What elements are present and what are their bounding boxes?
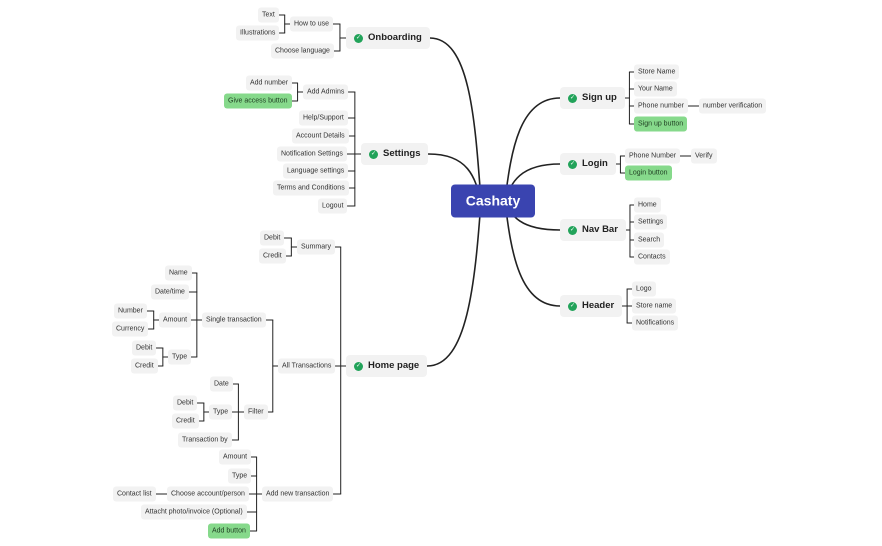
type-debit[interactable]: Debit bbox=[132, 340, 157, 356]
main-branch bbox=[426, 200, 482, 367]
transactions-filter[interactable]: Filter bbox=[244, 404, 268, 420]
main-branch bbox=[504, 200, 561, 307]
header-label: Header bbox=[582, 300, 615, 311]
nav-home[interactable]: Home bbox=[634, 197, 661, 213]
header-logo[interactable]: Logo bbox=[632, 281, 656, 297]
new-transaction-amount[interactable]: Amount bbox=[219, 449, 252, 465]
transaction-amount[interactable]: Amount bbox=[159, 312, 192, 328]
sign-up-button[interactable]: Sign up button bbox=[634, 116, 688, 132]
nav-search[interactable]: Search bbox=[634, 232, 665, 248]
home-page-label: Home page bbox=[368, 360, 420, 371]
amount-currency[interactable]: Currency bbox=[112, 321, 149, 337]
sign-up-your-name[interactable]: Your Name bbox=[634, 81, 677, 97]
root-node[interactable]: Cashaty bbox=[451, 184, 535, 218]
settings-add-number[interactable]: Add number bbox=[246, 75, 293, 91]
onboarding-illustrations[interactable]: Illustrations bbox=[236, 25, 280, 41]
nav-bar-node[interactable]: ✓ Nav Bar bbox=[560, 219, 626, 241]
check-icon: ✓ bbox=[354, 361, 363, 371]
settings-add-admins[interactable]: Add Admins bbox=[303, 84, 349, 100]
filter-date[interactable]: Date bbox=[210, 376, 233, 392]
contact-list[interactable]: Contact list bbox=[113, 486, 156, 502]
settings-notification-settings[interactable]: Notification Settings bbox=[277, 146, 347, 162]
type-credit[interactable]: Credit bbox=[131, 358, 158, 374]
settings-label: Settings bbox=[383, 148, 421, 159]
check-icon: ✓ bbox=[568, 159, 577, 169]
add-button[interactable]: Add button bbox=[208, 523, 250, 539]
summary-credit[interactable]: Credit bbox=[259, 248, 286, 264]
check-icon: ✓ bbox=[568, 225, 577, 235]
settings-account-details[interactable]: Account Details bbox=[292, 128, 349, 144]
attach-photo-invoice[interactable]: Attacht photo/invoice (Optional) bbox=[141, 504, 247, 520]
home-page-node[interactable]: ✓ Home page bbox=[346, 355, 428, 377]
nav-contacts[interactable]: Contacts bbox=[634, 249, 670, 265]
nav-settings[interactable]: Settings bbox=[634, 214, 668, 230]
filter-credit[interactable]: Credit bbox=[172, 413, 199, 429]
check-icon: ✓ bbox=[369, 149, 378, 159]
sign-up-node[interactable]: ✓ Sign up bbox=[560, 87, 625, 109]
transaction-type[interactable]: Type bbox=[168, 349, 192, 365]
new-transaction-type[interactable]: Type bbox=[228, 468, 252, 484]
sign-up-label: Sign up bbox=[582, 92, 617, 103]
filter-transaction-by[interactable]: Transaction by bbox=[178, 432, 232, 448]
login-phone-number[interactable]: Phone Number bbox=[625, 148, 681, 164]
check-icon: ✓ bbox=[568, 301, 577, 311]
onboarding-label: Onboarding bbox=[368, 32, 422, 43]
sign-up-store-name[interactable]: Store Name bbox=[634, 64, 680, 80]
onboarding-node[interactable]: ✓ Onboarding bbox=[346, 27, 430, 49]
main-branch bbox=[429, 37, 482, 202]
choose-account-person[interactable]: Choose account/person bbox=[167, 486, 249, 502]
settings-node[interactable]: ✓ Settings bbox=[361, 143, 429, 165]
transaction-date-time[interactable]: Date/time bbox=[151, 284, 189, 300]
login-node[interactable]: ✓ Login bbox=[560, 153, 616, 175]
transaction-name[interactable]: Name bbox=[165, 265, 192, 281]
settings-language-settings[interactable]: Language settings bbox=[283, 163, 349, 179]
filter-debit[interactable]: Debit bbox=[173, 395, 198, 411]
sign-up-phone-number[interactable]: Phone number bbox=[634, 98, 688, 114]
nav-bar-label: Nav Bar bbox=[582, 224, 618, 235]
header-node[interactable]: ✓ Header bbox=[560, 295, 623, 317]
summary-debit[interactable]: Debit bbox=[260, 230, 285, 246]
header-store-name[interactable]: Store name bbox=[632, 298, 677, 314]
check-icon: ✓ bbox=[568, 93, 577, 103]
number-verification[interactable]: number verification bbox=[699, 98, 767, 114]
onboarding-how-to-use[interactable]: How to use bbox=[290, 16, 334, 32]
settings-help-support[interactable]: Help/Support bbox=[299, 110, 348, 126]
login-button[interactable]: Login button bbox=[625, 165, 672, 181]
header-notifications[interactable]: Notifications bbox=[632, 315, 679, 331]
settings-terms-and-conditions[interactable]: Terms and Conditions bbox=[273, 180, 349, 196]
give-access-button[interactable]: Give access button bbox=[224, 93, 292, 109]
amount-number[interactable]: Number bbox=[114, 303, 147, 319]
filter-type[interactable]: Type bbox=[209, 404, 233, 420]
add-new-transaction[interactable]: Add new transaction bbox=[262, 486, 334, 502]
home-all-transactions[interactable]: All Transactions bbox=[278, 358, 336, 374]
single-transaction[interactable]: Single transaction bbox=[202, 312, 266, 328]
main-branch bbox=[504, 97, 561, 202]
home-summary[interactable]: Summary bbox=[297, 239, 335, 255]
onboarding-text[interactable]: Text bbox=[258, 7, 279, 23]
login-label: Login bbox=[582, 158, 608, 169]
onboarding-choose-language[interactable]: Choose language bbox=[271, 43, 334, 59]
login-verify[interactable]: Verify bbox=[691, 148, 717, 164]
check-icon: ✓ bbox=[354, 33, 363, 43]
settings-logout[interactable]: Logout bbox=[318, 198, 348, 214]
